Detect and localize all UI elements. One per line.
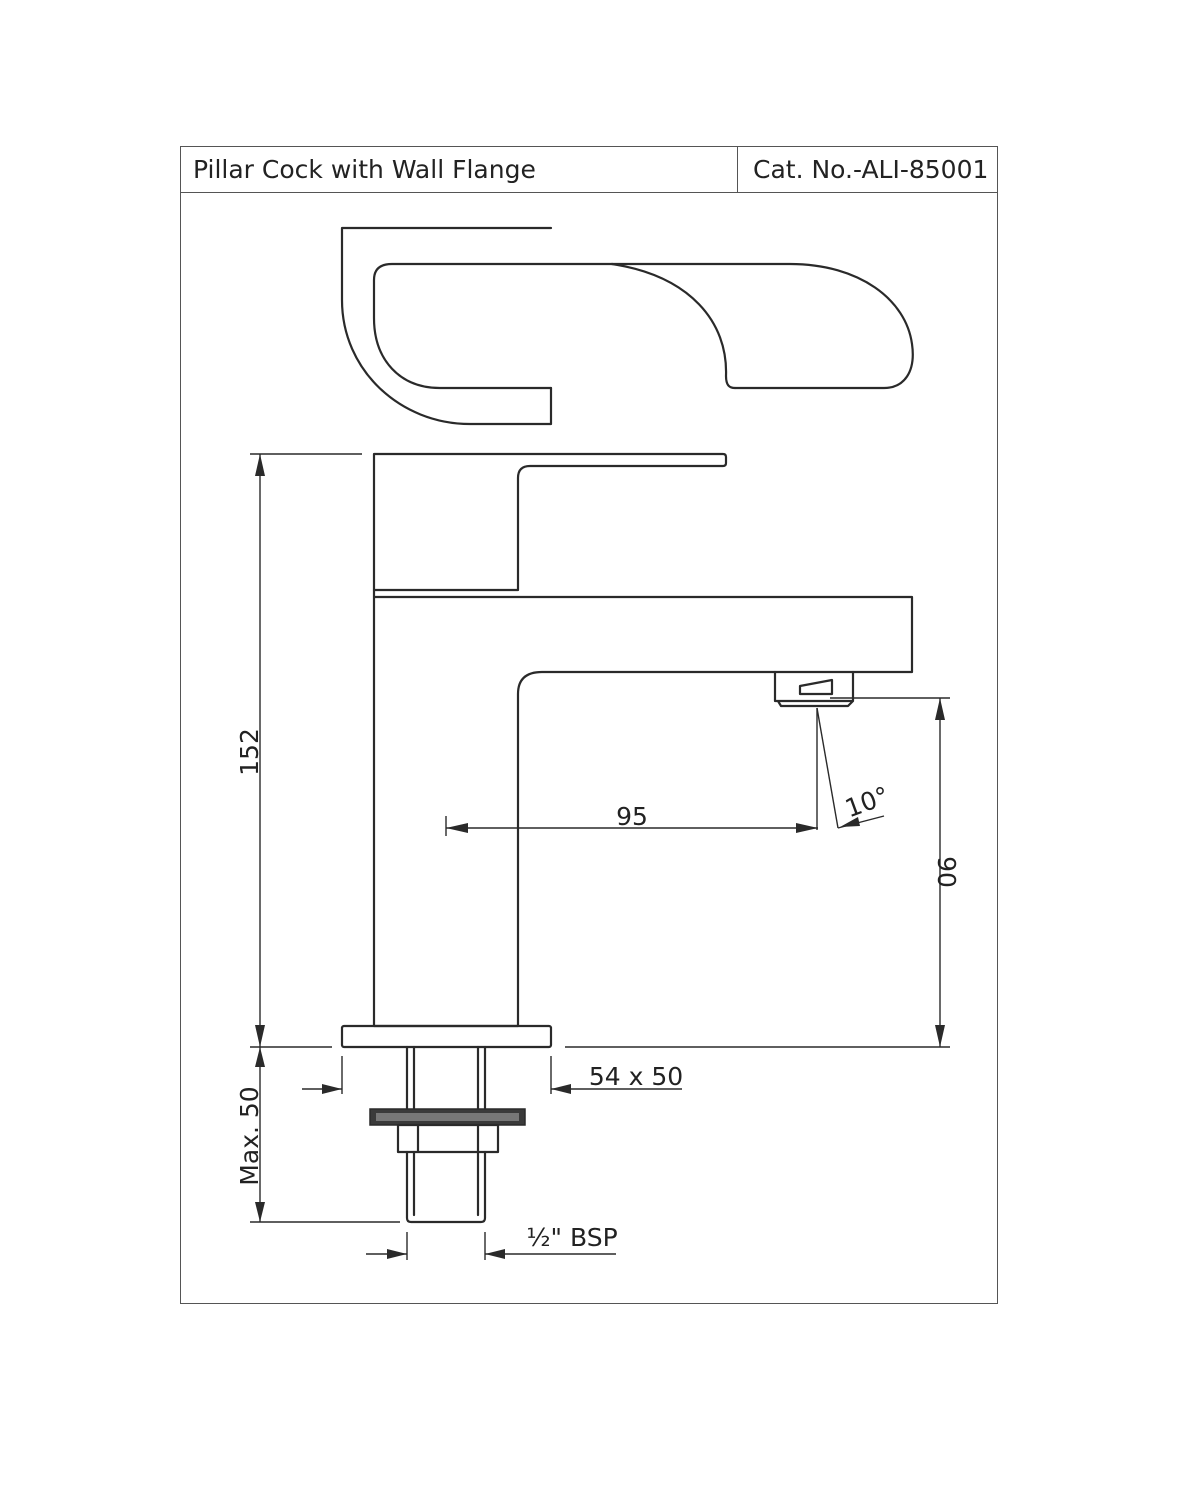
handle-plan-outline [340,226,553,426]
dimension-height-152 [250,453,362,1048]
lever-plan-inner [372,262,614,390]
lever-handle [372,452,728,592]
spray-angle-lines [816,707,885,830]
spout-plan-outline [610,262,914,390]
back-nut [396,1123,500,1154]
dimension-spout-height-90 [565,697,950,1048]
dimension-label-flange: 54 x 50 [589,1062,683,1091]
dimension-flange-size [302,1056,682,1094]
base-flange [340,1024,553,1049]
dimension-label-reach: 95 [616,802,648,831]
elevation-view [340,452,914,1224]
product-title: Pillar Cock with Wall Flange [193,155,536,184]
dimension-label-connection: ½" BSP [526,1223,617,1252]
drawing-sheet: Pillar Cock with Wall Flange Cat. No.-AL… [180,146,998,1304]
aerator [773,670,855,708]
dimension-reach-95 [445,816,818,836]
dimension-label-shank: Max. 50 [235,1086,264,1185]
dimension-shank-max [250,1047,400,1223]
lever-plan-curve [610,262,737,390]
washer-highlight [376,1113,519,1121]
catalog-number: Cat. No.-ALI-85001 [753,155,989,184]
title-divider [737,147,738,193]
dimension-label-angle: 10° [841,781,893,823]
plan-view [340,226,914,426]
dimension-label-height: 152 [235,728,264,776]
dimension-label-spout-height: 90 [932,856,961,888]
dimension-connection-size [366,1232,616,1260]
tap-body [372,588,914,1028]
connection-tail [405,1150,487,1224]
threaded-shank [405,1045,487,1111]
title-block: Pillar Cock with Wall Flange Cat. No.-AL… [181,147,997,193]
